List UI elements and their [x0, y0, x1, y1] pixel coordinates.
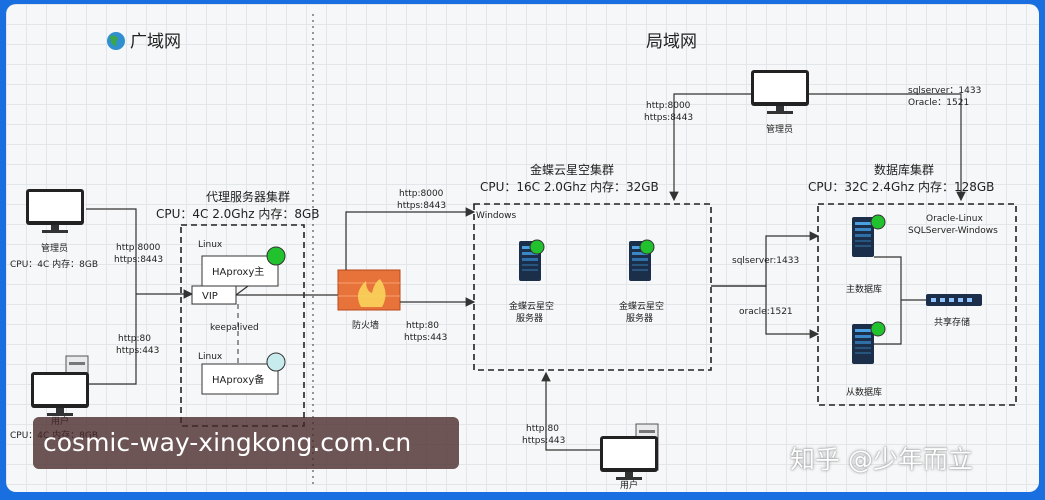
lan-user-node: 用户 [600, 423, 659, 491]
link-sqlserver-label: sqlserver:1433 [732, 256, 799, 266]
db-replica-label: 从数据库 [846, 386, 882, 398]
db-os-1: Oracle-Linux [926, 214, 983, 224]
fw-port-http2: http:80 [406, 321, 439, 331]
app-server-1-line1: 金蝶云星空 [509, 300, 554, 312]
lan-user-port-http: http:80 [526, 424, 559, 434]
db-replica: 从数据库 [846, 321, 886, 398]
primary-storage-link [874, 256, 926, 301]
db-primary: 主数据库 [846, 214, 886, 295]
fw-port-http: http:8000 [399, 189, 444, 199]
vip-main-link [235, 285, 249, 296]
wan-admin-port-http: http:8000 [116, 243, 161, 253]
lan-admin-app-arrow [669, 93, 751, 202]
app-server-2: 金蝶云星空 服务器 [619, 239, 664, 324]
lan-admin-db-arrow [809, 93, 966, 202]
lan-admin-label: 管理员 [766, 123, 793, 135]
lan-admin-node: 管理员 [751, 70, 809, 135]
app-server-2-line2: 服务器 [626, 312, 653, 324]
fw-port-https: https:8443 [397, 201, 446, 211]
proxy-cluster-specs: CPU：4C 2.0Ghz 内存：8GB [156, 207, 320, 221]
lan-user-label: 用户 [620, 479, 638, 491]
storage-label: 共享存储 [934, 316, 970, 328]
firewall-node: 防火墙 [337, 269, 401, 331]
status-online-icon [266, 246, 286, 266]
wan-label: 广域网 [130, 32, 181, 52]
haproxy-main-box [201, 255, 279, 287]
wan-admin-specs: CPU：4C 内存：8GB [10, 258, 98, 270]
fw-port-https2: https:443 [404, 333, 447, 343]
monitor-icon [600, 436, 658, 480]
app-server-1-line2: 服务器 [516, 312, 543, 324]
lan-label: 局域网 [646, 32, 697, 52]
firewall-app-upper-arrow [345, 207, 476, 270]
wan-admin-node: 管理员 CPU：4C 内存：8GB [10, 189, 98, 270]
wan-user-port-https: https:443 [116, 346, 159, 356]
firewall-label: 防火墙 [352, 319, 379, 331]
lan-admin-db-port2: Oracle：1521 [908, 98, 969, 108]
replica-storage-link [874, 300, 902, 345]
proxy-os-bottom: Linux [198, 352, 223, 362]
app-cluster-box [473, 203, 712, 371]
haproxy-backup-label: HAproxy备 [212, 373, 264, 386]
proxy-cluster-title: 代理服务器集群 [206, 189, 290, 204]
app-os-label: Windows [476, 211, 516, 221]
lan-admin-port-https: https:8443 [644, 113, 693, 123]
lan-admin-db-port1: sqlserver：1433 [908, 86, 981, 96]
monitor-icon [26, 189, 84, 233]
app-server-2-line1: 金蝶云星空 [619, 300, 664, 312]
link-oracle-label: oracle:1521 [739, 307, 793, 317]
app-cluster-title: 金蝶云星空集群 [530, 162, 614, 177]
wan-admin-label: 管理员 [41, 242, 68, 254]
wan-admin-port-https: https:8443 [114, 255, 163, 265]
lan-user-app-arrow [541, 371, 600, 451]
status-online-icon [639, 239, 655, 255]
db-os-2: SQLServer-Windows [908, 226, 998, 236]
monitor-icon [751, 70, 809, 114]
site-watermark-banner: cosmic-way-xingkong.com.cn [33, 417, 459, 469]
lan-user-port-https: https:443 [522, 436, 565, 446]
zhihu-watermark: 知乎 @少年而立 [790, 445, 973, 474]
app-db-oracle-arrow [711, 285, 820, 339]
db-cluster-specs: CPU：32C 2.4Ghz 内存：128GB [808, 180, 994, 194]
shared-storage: 共享存储 [926, 294, 982, 328]
diagram-canvas: 广域网 局域网 管理员 CPU：4C 内存：8GB http:8000 http… [6, 4, 1039, 492]
keepalived-label: keepalived [210, 323, 259, 333]
lan-admin-port-http: http:8000 [646, 101, 691, 111]
wan-admin-link [86, 208, 137, 294]
status-backup-icon [266, 352, 286, 372]
wan-user-port-http: http:80 [118, 334, 151, 344]
db-primary-label: 主数据库 [846, 283, 882, 295]
app-server-1: 金蝶云星空 服务器 [509, 239, 554, 324]
wan-user-link [88, 294, 137, 385]
monitor-icon [31, 372, 89, 416]
app-cluster-specs: CPU：16C 2.0Ghz 内存：32GB [480, 180, 659, 194]
haproxy-main-label: HAproxy主 [212, 266, 264, 278]
proxy-os-top: Linux [198, 240, 223, 250]
db-cluster-title: 数据库集群 [874, 162, 934, 177]
wan-region-title: 广域网 [107, 32, 181, 52]
status-online-icon [870, 321, 886, 337]
haproxy-backup-box [201, 363, 279, 395]
status-online-icon [529, 239, 545, 255]
status-online-icon [870, 214, 886, 230]
vip-label: VIP [202, 291, 218, 302]
